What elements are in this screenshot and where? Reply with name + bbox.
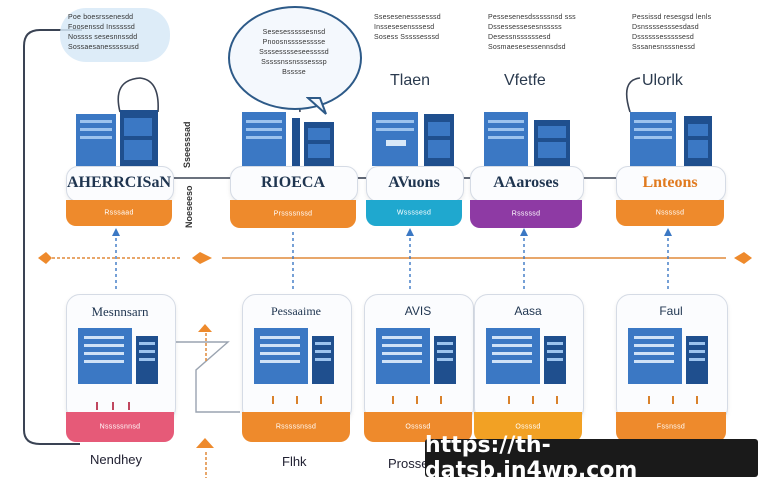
top-card-3[interactable]: AVuons Wssssesd bbox=[366, 110, 464, 228]
band-label: Ossssd bbox=[405, 423, 431, 431]
card-title: RIOECA bbox=[260, 174, 325, 191]
note-1: Ssesesenesssesssd Inssesesensssesd Soses… bbox=[374, 13, 441, 43]
bottom-box-1[interactable]: Mesnnsarn Nsssssnnsd bbox=[66, 294, 176, 444]
band-label: Prssssnssd bbox=[273, 210, 313, 218]
note-line: Nossss sesesnnssdd bbox=[68, 34, 138, 41]
document-stack-icon bbox=[376, 328, 456, 384]
band-label: Nsssssnnsd bbox=[99, 423, 141, 431]
note-line: Poe boesrssenesdd bbox=[68, 14, 134, 21]
timeline-mid-marker bbox=[192, 252, 212, 264]
bubble-line: Bsssse bbox=[282, 69, 306, 76]
card-title: Lnteons bbox=[642, 174, 698, 191]
bubble-text: Sesesesssssesnsd Pnoosnssssesssse Sssses… bbox=[246, 28, 342, 78]
note-line: Dsnssssesssesdasd bbox=[632, 24, 699, 31]
top-card-4[interactable]: AAaroses Rsssssd bbox=[470, 110, 584, 228]
band-label: Wssssesd bbox=[396, 209, 432, 217]
card-title: AHERRCISaN bbox=[66, 174, 171, 191]
document-stack-icon bbox=[78, 328, 158, 384]
note-2: Pessesenesdsssssnsd sss Dssessessesesnss… bbox=[488, 13, 576, 53]
cloud-shape bbox=[60, 8, 170, 62]
band-label: Fssnssd bbox=[656, 423, 686, 431]
document-stack-icon bbox=[486, 328, 566, 384]
timeline-end-marker bbox=[734, 252, 752, 264]
stage-name-3: Tlaen bbox=[390, 72, 431, 89]
bottom-box-3[interactable]: AVIS Ossssd bbox=[364, 294, 474, 444]
orange-pin-icon bbox=[198, 324, 212, 332]
note-line: Ssesesenesssesssd bbox=[374, 14, 441, 21]
band-label: Rsssssd bbox=[511, 210, 541, 218]
card-band: Rsssaad bbox=[66, 200, 172, 226]
orange-pin-icon-bottom bbox=[196, 438, 214, 448]
speech-bubble bbox=[228, 6, 362, 110]
band-label: Rsssaad bbox=[104, 209, 134, 217]
box-band: Fssnssd bbox=[616, 412, 726, 442]
note-line: Sssanesnsssnessd bbox=[632, 44, 696, 51]
card-title: AAaroses bbox=[493, 174, 559, 191]
box-band: Ossssd bbox=[474, 412, 582, 442]
stage-name-5: Ulorlk bbox=[642, 72, 683, 89]
top-card-5[interactable]: Lnteons Nsssssd bbox=[616, 110, 726, 228]
url-watermark: https://th-datsb.in4wp.com bbox=[425, 433, 758, 483]
server-stack-icon bbox=[630, 112, 712, 166]
document-stack-icon bbox=[254, 328, 334, 384]
bubble-line: Ssssesssseseessssd bbox=[259, 49, 329, 56]
note-line: Sossaesanesssssusd bbox=[68, 44, 139, 51]
bottom-label-1: Nendhey bbox=[90, 452, 143, 467]
band-label: Nsssssd bbox=[655, 209, 685, 217]
box-title: AVIS bbox=[404, 304, 432, 318]
top-left-note: Poe boesrssenesdd Foosenssd Insssssd Nos… bbox=[68, 13, 139, 53]
box-title: Mesnnsarn bbox=[91, 304, 149, 319]
bottom-box-2[interactable]: Pessaaime Rsssssnssd bbox=[242, 294, 352, 444]
stage-name-4: Vfetfe bbox=[504, 72, 546, 89]
card-band: Nsssssd bbox=[616, 200, 724, 226]
card-title-plate bbox=[230, 166, 358, 202]
box-title: Faul bbox=[659, 304, 683, 318]
note-line: Dssssssesssssesd bbox=[632, 34, 694, 41]
server-stack-icon bbox=[242, 112, 334, 166]
note-line: Sosmaesesessennsdsd bbox=[488, 44, 566, 51]
note-line: Pessesenesdsssssnsd sss bbox=[488, 14, 576, 21]
note-line: Desessnssssssesd bbox=[488, 34, 551, 41]
note-line: Pessissd resesgsd lenls bbox=[632, 14, 712, 21]
bubble-line: Pnoosnssssesssse bbox=[262, 39, 326, 46]
band-label: Rsssssnssd bbox=[275, 423, 317, 431]
top-card-1[interactable]: AHERRCISaN Rsssaad bbox=[66, 110, 174, 228]
note-line: Inssesesensssesd bbox=[374, 24, 435, 31]
note-3: Pessissd resesgsd lenls Dsnssssesssesdas… bbox=[632, 13, 711, 53]
box-band: Nsssssnnsd bbox=[66, 412, 174, 442]
timeline-start-marker bbox=[38, 252, 52, 264]
box-title: Pessaaime bbox=[271, 304, 321, 318]
document-stack-icon bbox=[628, 328, 708, 384]
bottom-box-4[interactable]: Aasa Ossssd bbox=[474, 294, 584, 444]
card-title-plate bbox=[616, 166, 726, 202]
bubble-line: Sesesesssssesnsd bbox=[262, 29, 326, 36]
top-card-2[interactable]: RIOECA Prssssnssd bbox=[230, 110, 358, 228]
bubble-tail bbox=[306, 97, 327, 115]
note-line: Sosess Sssssesssd bbox=[374, 34, 440, 41]
bottom-label-3: Prosseb bbox=[388, 456, 436, 471]
card-title-plate bbox=[366, 166, 464, 202]
card-band: Prssssnssd bbox=[230, 200, 356, 228]
card-band: Rsssssd bbox=[470, 200, 582, 228]
box-band: Rsssssnssd bbox=[242, 412, 350, 442]
bubble-line: Sssssnssnsssesssp bbox=[261, 59, 327, 66]
card-title: AVuons bbox=[388, 174, 440, 191]
box-title: Aasa bbox=[514, 304, 542, 318]
box-band: Ossssd bbox=[364, 412, 472, 442]
note-line: Dssessessesesnsssss bbox=[488, 24, 562, 31]
note-line: Foosenssd Insssssd bbox=[68, 24, 136, 31]
server-stack-icon bbox=[76, 110, 158, 166]
card-band: Wssssesd bbox=[366, 200, 462, 226]
band-label: Ossssd bbox=[515, 423, 541, 431]
server-stack-icon bbox=[484, 112, 570, 166]
bottom-label-2: Flhk bbox=[282, 454, 307, 469]
server-stack-icon bbox=[372, 112, 454, 166]
bottom-box-5[interactable]: Faul Fssnssd bbox=[616, 294, 728, 444]
